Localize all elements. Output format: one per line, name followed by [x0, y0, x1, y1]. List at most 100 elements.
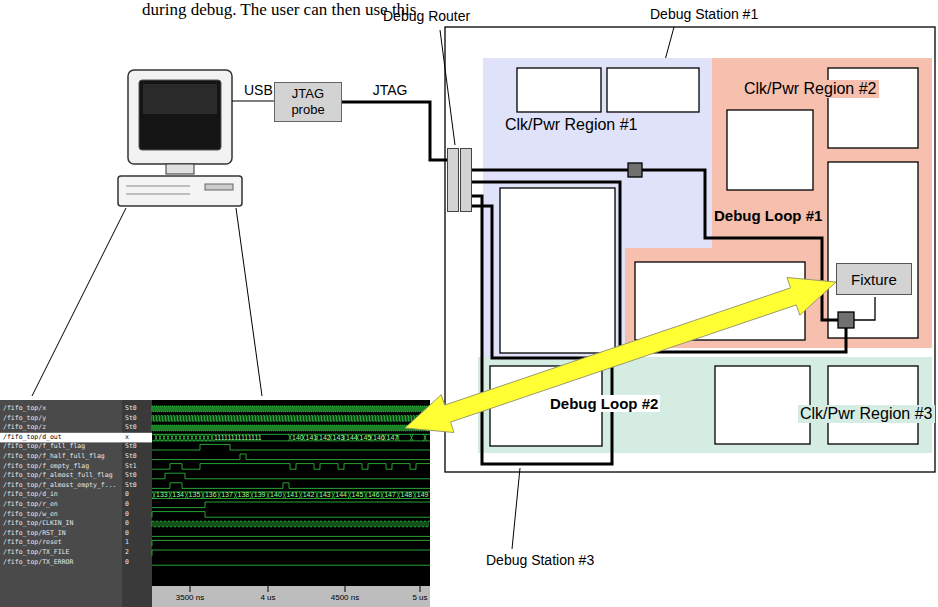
signal-name: /fifo_top/f_almost_empty_f... [3, 481, 117, 491]
waveform-trace [152, 464, 430, 470]
waveform-trace [152, 416, 430, 422]
debug-loop [472, 196, 612, 464]
bus-value: 138 [238, 490, 250, 500]
chip-block [490, 68, 918, 446]
bus-value: 135 [189, 490, 201, 500]
waveform-trace [152, 540, 430, 546]
waveform-trace [152, 483, 430, 489]
bus-value: 134 [172, 490, 184, 500]
waveform-trace [191, 434, 194, 441]
signal-value: St0 [125, 481, 137, 491]
signal-name: /fifo_top/w_en [3, 510, 58, 520]
zoom-line [236, 208, 262, 396]
waveform-window [0, 400, 430, 607]
bus-value: 133 [156, 490, 168, 500]
waveform-trace [207, 434, 210, 441]
signal-value: St0 [125, 404, 137, 414]
leader-line [512, 468, 520, 549]
signal-name: /fifo_top/CLKIN_IN [3, 519, 73, 529]
region-label: Clk/Pwr Region #1 [503, 116, 640, 134]
debug-loop [472, 182, 846, 352]
signal-value: St0 [125, 442, 137, 452]
waveform-trace [153, 492, 156, 499]
signal-name: /fifo_top/f_half_full_flag [3, 452, 105, 462]
waveform-trace [183, 434, 186, 441]
waveform-trace [203, 434, 206, 441]
bus-value: 147 [387, 433, 399, 443]
signal-value: 0 [125, 490, 129, 500]
fixture-box: Fixture [836, 263, 912, 295]
waveform-trace [397, 492, 400, 499]
waveform-trace [348, 492, 351, 499]
waveform-trace [413, 492, 416, 499]
time-label: 4500 ns [331, 593, 359, 602]
signal-name: /fifo_top/TX_ERROR [3, 558, 73, 568]
callout-label: Debug Station #3 [486, 552, 594, 568]
waveform-trace [167, 434, 170, 441]
debug-station [628, 163, 642, 177]
signal-value: 0 [125, 558, 129, 568]
callout-label: Debug Station #1 [650, 6, 758, 22]
router-port [461, 149, 472, 212]
signal-value: St0 [125, 414, 137, 424]
signal-name: /fifo_top/z [3, 423, 46, 433]
waveform-trace [267, 492, 270, 499]
signal-name: /fifo_top/f_full_flag [3, 442, 85, 452]
time-label: 4 us [260, 593, 275, 602]
bus-value: 139 [254, 490, 266, 500]
debug-router: Debug Router [447, 148, 473, 212]
waveform-trace [152, 406, 430, 412]
signal-value: St0 [125, 452, 137, 462]
waveform-trace [187, 434, 190, 441]
waveform-trace [234, 492, 237, 499]
waveform-trace [381, 492, 384, 499]
waveform-trace [424, 434, 427, 441]
bus-value: 143 [319, 490, 331, 500]
bus-value: 140 [270, 490, 282, 500]
router-outline [447, 148, 473, 212]
waveform-trace [159, 434, 162, 441]
bus-value: 141 [286, 490, 298, 500]
signal-name: /fifo_top/d_out [3, 433, 62, 443]
signal-name: /fifo_top/x [3, 404, 46, 414]
waveform-trace [199, 434, 202, 441]
double-arrow [405, 278, 836, 433]
waveform-trace [283, 492, 286, 499]
waveform-trace [316, 492, 319, 499]
waveform-trace [152, 473, 430, 479]
bus-value: 140 [292, 433, 304, 443]
waveform-trace [175, 434, 178, 441]
signal-name: /fifo_top/f_empty_flag [3, 462, 89, 472]
waveform-trace [201, 492, 204, 499]
waveform-trace [195, 434, 198, 441]
signal-value: 0 [125, 529, 129, 539]
signal-value: St0 [125, 471, 137, 481]
waveform-trace [364, 492, 367, 499]
waveform-trace [152, 521, 430, 527]
bus-value: 145 [352, 490, 364, 500]
signal-value: 0 [125, 519, 129, 529]
bus-value: 149 [417, 490, 429, 500]
bus-value: 147 [384, 490, 396, 500]
time-label: 5 us [412, 593, 427, 602]
waveform-trace [163, 434, 166, 441]
region-label: Clk/Pwr Region #2 [742, 80, 879, 98]
waveform-trace [152, 565, 430, 566]
bus-value: 142 [303, 490, 315, 500]
signal-value: 0 [125, 510, 129, 520]
chip-outline [445, 27, 935, 472]
waveform-trace [169, 492, 172, 499]
debug-station [838, 312, 854, 328]
waveform-trace [152, 512, 430, 518]
bus-value: 148 [401, 490, 413, 500]
bus-value: 143 [333, 433, 345, 443]
leader-line [440, 30, 455, 145]
waveform-trace [211, 434, 214, 441]
page-text: during debug. The user can then use this [142, 0, 416, 20]
fixture-link [854, 297, 875, 320]
waveform-trace [179, 434, 182, 441]
waveform-trace [152, 454, 430, 460]
cable-label: USB [244, 82, 273, 98]
waveform-trace [152, 444, 430, 450]
